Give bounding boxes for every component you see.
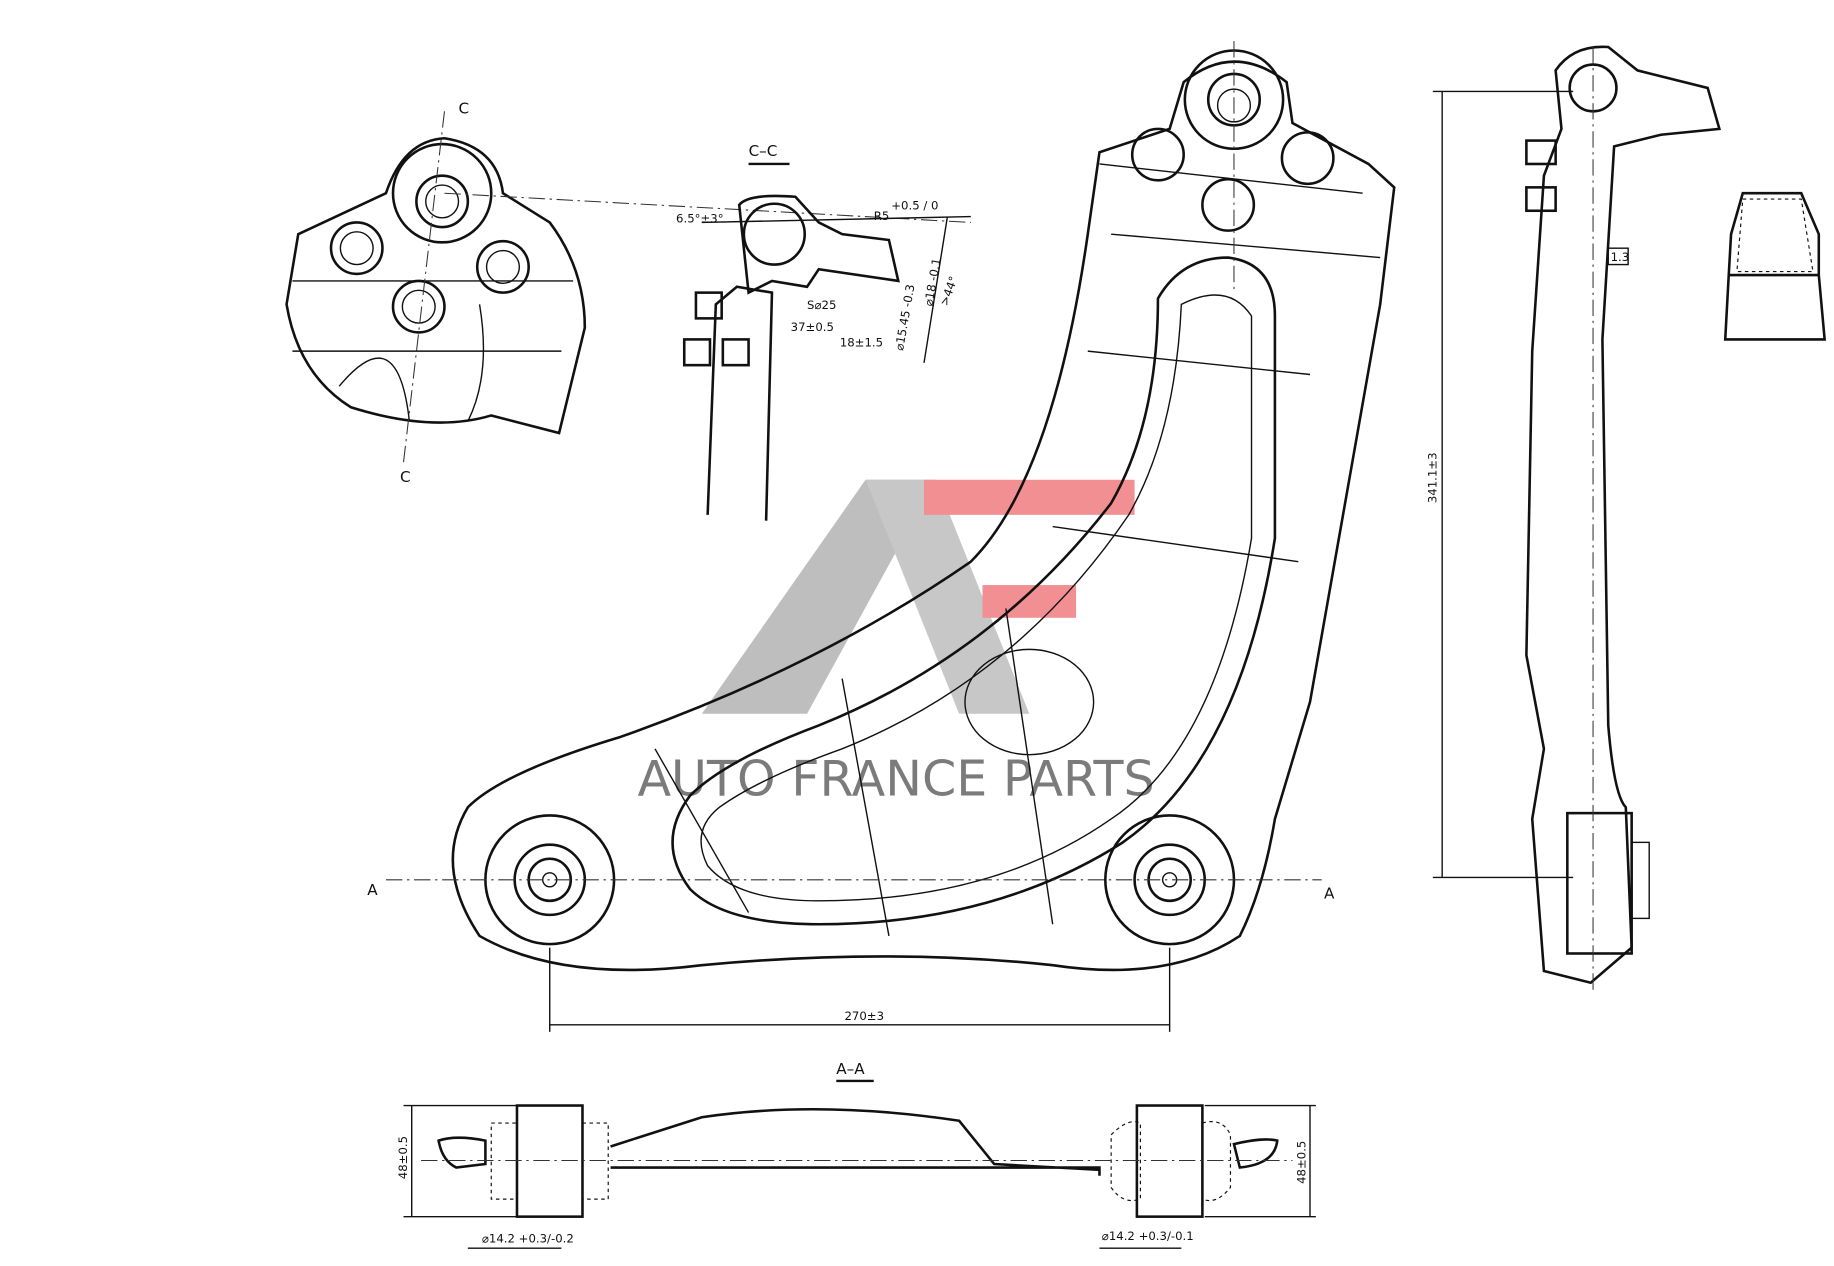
dim-radius: R5 bbox=[874, 209, 890, 223]
dim-dia-15: ⌀15.45 -0.3 bbox=[892, 283, 917, 351]
section-aa: A–A 48±0.5 48±0.5 ⌀14.2 +0.3/-0.2 ⌀14.2 … bbox=[396, 1060, 1316, 1249]
control-arm-side-view: 341.1±3 1.3 bbox=[1425, 45, 1722, 995]
dim-angle: 6.5°±3° bbox=[676, 211, 724, 225]
watermark-logo: AUTO FRANCE PARTS bbox=[637, 479, 1155, 808]
cut-label-c-top: C bbox=[459, 100, 470, 118]
dim-bore-left: ⌀14.2 +0.3/-0.2 bbox=[482, 1231, 574, 1245]
bushing-detail bbox=[1723, 191, 1827, 341]
section-cc-title: C–C bbox=[749, 142, 778, 160]
dim-length-37: 37±0.5 bbox=[791, 320, 834, 334]
cut-label-a-left: A bbox=[367, 881, 378, 899]
detail-plan-view: C C bbox=[285, 100, 971, 486]
cut-label-a-right: A bbox=[1324, 885, 1335, 903]
section-cc: C–C 6.5°±3° R5 +0.5 / 0 S⌀25 37±0.5 18±1… bbox=[676, 142, 971, 521]
control-arm-plan-view: A A 270±3 bbox=[367, 41, 1396, 1032]
dim-bore-right: ⌀14.2 +0.3/-0.1 bbox=[1102, 1229, 1194, 1243]
dim-radius-tol: +0.5 / 0 bbox=[891, 199, 938, 213]
dim-sphere: S⌀25 bbox=[807, 298, 836, 312]
dim-height-48-right: 48±0.5 bbox=[1294, 1141, 1308, 1184]
dim-gap: 1.3 bbox=[1611, 250, 1630, 264]
cut-label-c-bottom: C bbox=[400, 468, 411, 486]
dim-height-48-left: 48±0.5 bbox=[396, 1136, 410, 1179]
dim-height-341: 341.1±3 bbox=[1425, 452, 1439, 503]
dim-cone-angle: >44° bbox=[937, 274, 961, 307]
section-aa-title: A–A bbox=[836, 1060, 865, 1078]
dim-length-18: 18±1.5 bbox=[840, 335, 883, 349]
dim-width-270: 270±3 bbox=[844, 1009, 884, 1023]
watermark-text: AUTO FRANCE PARTS bbox=[637, 750, 1154, 808]
